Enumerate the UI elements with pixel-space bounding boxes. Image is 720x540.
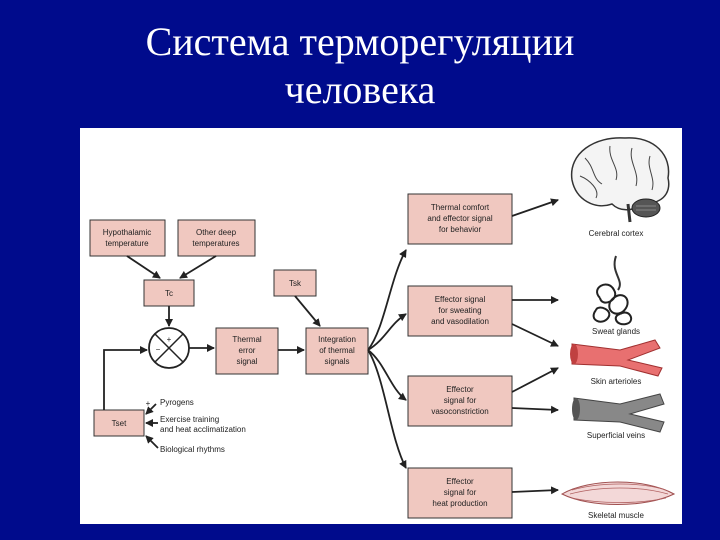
arrow-to-behavior bbox=[367, 249, 407, 351]
box-heat-production: Effector signal for heat production bbox=[407, 467, 513, 519]
integration-line-1: Integration bbox=[318, 335, 356, 344]
title-line-1: Система терморегуляции bbox=[145, 19, 575, 64]
box-other-deep-temperatures: Other deep temperatures bbox=[177, 219, 256, 257]
arrow-behavior-to-cortex bbox=[511, 198, 559, 217]
input-pyrogens: Pyrogens bbox=[160, 398, 194, 407]
heat-line-1: Effector bbox=[446, 477, 474, 486]
input-exercise-line-2: and heat acclimatization bbox=[160, 425, 246, 434]
title-line-2: человека bbox=[284, 67, 436, 112]
caption-sweat-glands: Sweat glands bbox=[592, 327, 640, 336]
behavior-line-2: and effector signal bbox=[427, 214, 492, 223]
box-tset: Tset bbox=[93, 409, 145, 437]
sweat-gland-icon bbox=[592, 255, 633, 326]
box-tsk: Tsk bbox=[273, 269, 317, 297]
arrow-to-vasoconstriction bbox=[367, 349, 407, 401]
heat-line-3: heat production bbox=[432, 499, 487, 508]
heat-line-2: signal for bbox=[444, 488, 477, 497]
box-integration: Integration of thermal signals bbox=[305, 327, 369, 375]
comparator-minus: − bbox=[156, 345, 161, 354]
diagram-panel: Hypothalamic temperature Other deep temp… bbox=[80, 128, 682, 524]
arrow-tsk-to-integration bbox=[294, 295, 321, 327]
arrow-hypo-to-tc bbox=[126, 255, 161, 279]
arrow-tset-to-comparator bbox=[103, 346, 148, 410]
arrow-sweating-to-arterioles bbox=[511, 323, 559, 347]
hypothalamic-line-2: temperature bbox=[105, 239, 149, 248]
box-hypothalamic-temperature: Hypothalamic temperature bbox=[89, 219, 166, 257]
hypothalamic-line-1: Hypothalamic bbox=[103, 228, 151, 237]
integration-line-3: signals bbox=[325, 357, 350, 366]
arrow-biorhythm bbox=[145, 435, 159, 449]
input-exercise-line-1: Exercise training bbox=[160, 415, 219, 424]
arrow-pyrogens bbox=[145, 403, 157, 415]
skin-arteriole-icon bbox=[570, 339, 663, 377]
arrow-vaso-to-arterioles bbox=[511, 367, 559, 393]
box-vasoconstriction: Effector signal for vasoconstriction bbox=[407, 375, 513, 427]
vaso-line-3: vasoconstriction bbox=[431, 407, 488, 416]
sweating-line-3: and vasodilation bbox=[431, 317, 489, 326]
arrow-heat-to-muscle bbox=[511, 486, 559, 495]
caption-cortex: Cerebral cortex bbox=[589, 229, 644, 238]
box-tc: Tc bbox=[143, 279, 195, 307]
caption-superficial-veins: Superficial veins bbox=[587, 431, 645, 440]
sweating-line-1: Effector signal bbox=[435, 295, 486, 304]
error-line-1: Thermal bbox=[232, 335, 262, 344]
box-behavior: Thermal comfort and effector signal for … bbox=[407, 193, 513, 245]
skeletal-muscle-icon bbox=[560, 481, 676, 505]
tset-plus: + bbox=[146, 399, 151, 408]
deep-line-1: Other deep bbox=[196, 228, 237, 237]
arrow-vaso-to-veins bbox=[511, 405, 559, 414]
comparator-plus: + bbox=[167, 335, 172, 344]
deep-line-2: temperatures bbox=[192, 239, 239, 248]
superficial-vein-icon bbox=[572, 393, 665, 433]
caption-skin-arterioles: Skin arterioles bbox=[591, 377, 642, 386]
behavior-line-3: for behavior bbox=[439, 225, 482, 234]
comparator-circle: + − bbox=[148, 327, 190, 369]
vaso-line-1: Effector bbox=[446, 385, 474, 394]
arrow-to-heat-production bbox=[367, 349, 407, 469]
integration-line-2: of thermal bbox=[319, 346, 355, 355]
box-thermal-error-signal: Thermal error signal bbox=[215, 327, 279, 375]
tset-label: Tset bbox=[112, 419, 127, 428]
arrow-deep-to-tc bbox=[179, 255, 217, 279]
tc-label: Tc bbox=[165, 289, 173, 298]
brain-icon bbox=[570, 137, 670, 223]
tsk-label: Tsk bbox=[289, 279, 302, 288]
caption-skeletal-muscle: Skeletal muscle bbox=[588, 511, 645, 520]
vaso-line-2: signal for bbox=[444, 396, 477, 405]
behavior-line-1: Thermal comfort bbox=[431, 203, 490, 212]
error-line-3: signal bbox=[237, 357, 258, 366]
slide-title: Система терморегуляции человека bbox=[0, 18, 720, 114]
input-biorhythm: Biological rhythms bbox=[160, 445, 225, 454]
arrow-to-sweating bbox=[367, 313, 407, 351]
thermoregulation-diagram: Hypothalamic temperature Other deep temp… bbox=[89, 137, 676, 520]
box-sweating: Effector signal for sweating and vasodil… bbox=[407, 285, 513, 337]
error-line-2: error bbox=[239, 346, 256, 355]
sweating-line-2: for sweating bbox=[438, 306, 481, 315]
